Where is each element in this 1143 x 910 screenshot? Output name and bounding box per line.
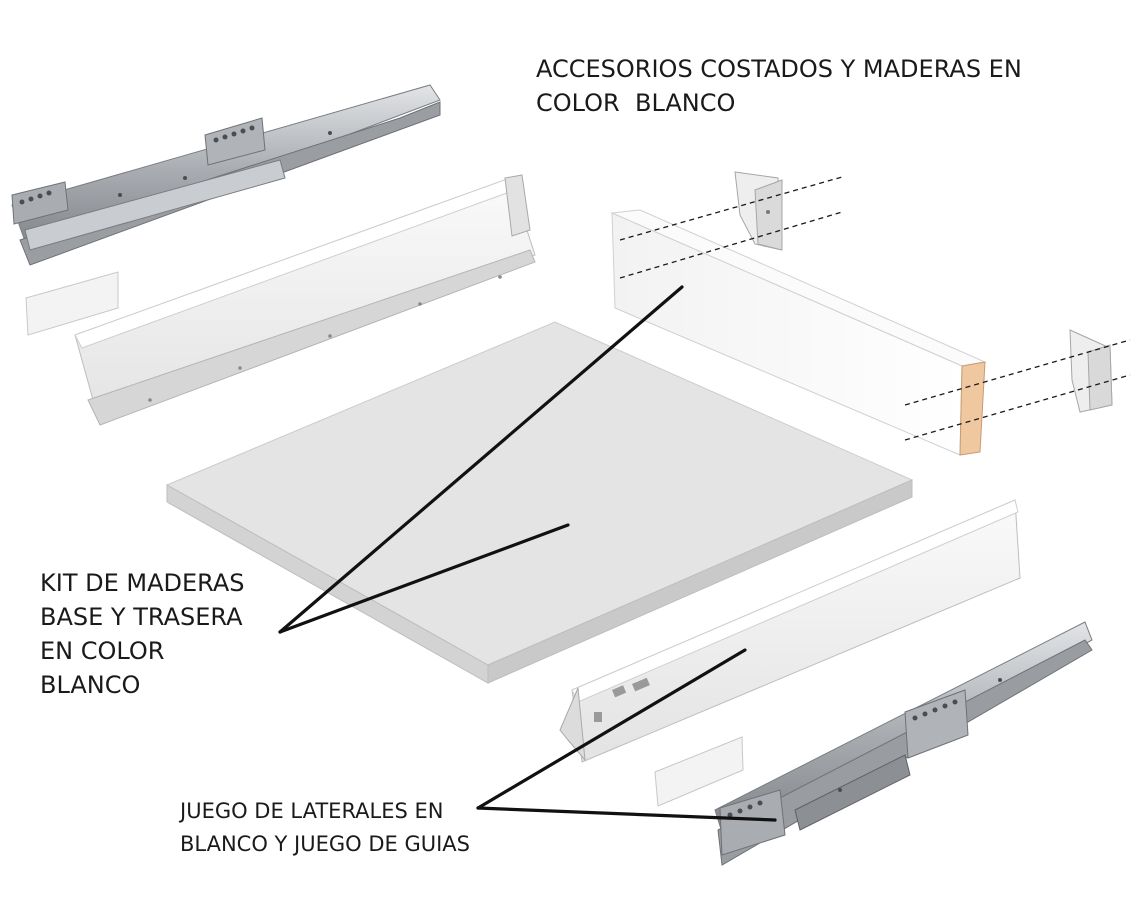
- sides-label-line-2: BLANCO Y JUEGO DE GUIAS: [180, 832, 470, 856]
- back-panel-board: [610, 209, 987, 456]
- wood-kit-label-line-1: KIT DE MADERAS: [40, 569, 245, 597]
- accessories-label-line-1: ACCESORIOS COSTADOS Y MADERAS EN: [536, 55, 1022, 83]
- leader-kit-to-back-panel: [278, 285, 684, 634]
- base-panel-board: [165, 321, 914, 684]
- top-left-front-plate: [25, 271, 119, 336]
- leader-sides-to-side-panel: [476, 648, 747, 810]
- sides-label-line-1: JUEGO DE LATERALES EN: [180, 799, 444, 823]
- accessories-label-line-2: COLOR BLANCO: [536, 89, 736, 117]
- top-right-back-bracket: [734, 171, 783, 251]
- leader-sides-to-runner: [476, 806, 777, 822]
- wood-kit-label: KIT DE MADERAS BASE Y TRASERA EN COLOR B…: [40, 566, 245, 702]
- bottom-front-plate: [654, 736, 744, 807]
- wood-kit-label-line-3: EN COLOR: [40, 637, 165, 665]
- top-left-runner: [11, 84, 441, 266]
- bottom-right-runner: [714, 621, 1093, 866]
- leader-kit-to-base-panel: [278, 523, 570, 634]
- bottom-right-side-panel: [559, 499, 1021, 763]
- accessories-label: ACCESORIOS COSTADOS Y MADERAS EN COLOR B…: [536, 52, 1022, 120]
- leader-lines: [278, 285, 777, 822]
- sides-and-runners-label: JUEGO DE LATERALES EN BLANCO Y JUEGO DE …: [180, 795, 470, 861]
- assembly-dashed-lines: [619, 176, 1131, 441]
- right-back-bracket: [1069, 329, 1113, 413]
- top-left-side-panel: [74, 174, 536, 426]
- wood-kit-label-line-4: BLANCO: [40, 671, 141, 699]
- wood-kit-label-line-2: BASE Y TRASERA: [40, 603, 243, 631]
